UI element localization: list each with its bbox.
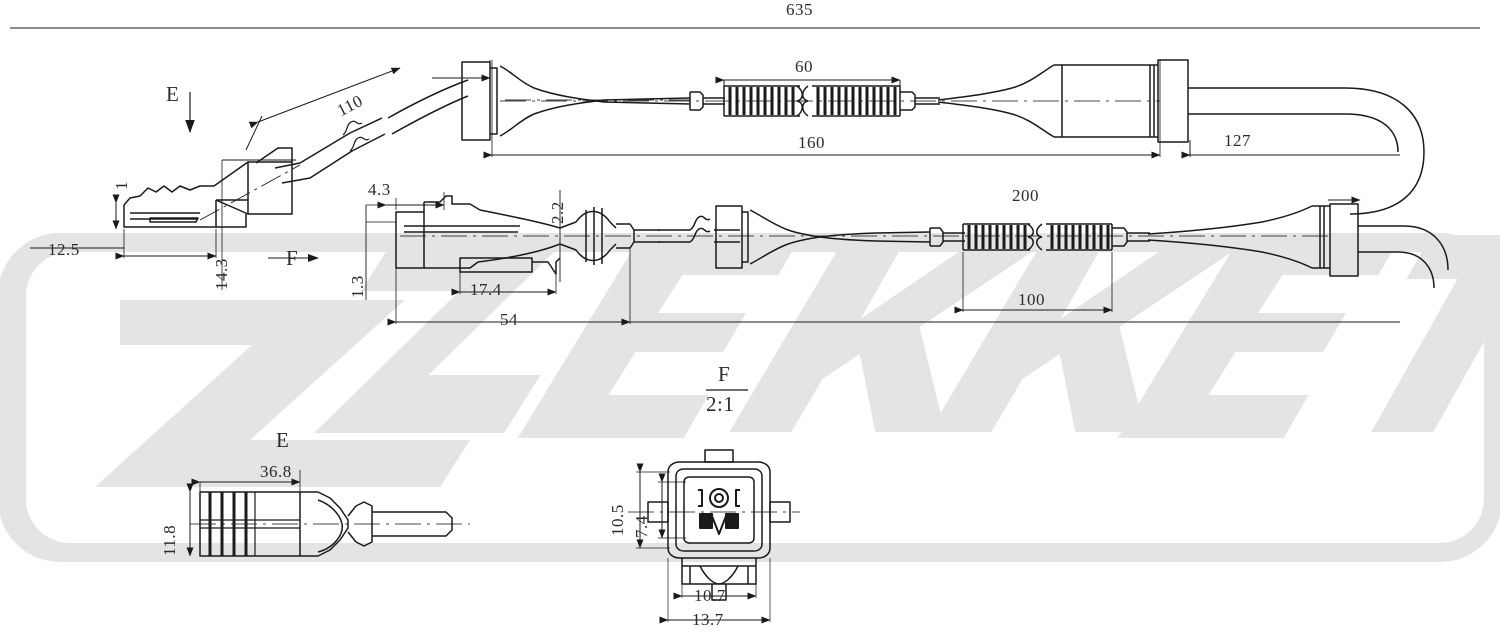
top-terminal-connector <box>123 147 301 228</box>
view-f-connector-front <box>647 449 791 601</box>
dim-housing-height: 1.3 <box>348 275 367 298</box>
dim-lines-view-f <box>636 389 771 624</box>
dim-connector-height: 14.3 <box>212 258 231 290</box>
dim-connector-outer-height: 10.5 <box>608 504 627 536</box>
dim-connector-outer-width: 13.7 <box>692 610 724 629</box>
dim-corrugation-2-inner: 100 <box>1018 290 1045 309</box>
dim-connector-inner-width: 10.7 <box>694 586 726 605</box>
dim-lines-bottom <box>365 190 1400 326</box>
dim-blade-thickness: 1 <box>112 181 131 190</box>
dim-tail-length: 127 <box>1224 131 1251 150</box>
dim-seal-height: 2.2 <box>548 201 567 224</box>
bottom-tail-cable <box>1358 225 1449 289</box>
top-strain-relief-boot-2 <box>937 64 1063 138</box>
dim-corrugation-1-inner: 60 <box>795 57 813 76</box>
bottom-tube-break-symbol <box>1036 223 1043 251</box>
bottom-bellows-seal <box>559 207 660 265</box>
dim-lines-top-connector <box>30 159 319 290</box>
bottom-corrugated-tube-right <box>1046 223 1113 251</box>
dim-corrugation-2-outer: 200 <box>1012 186 1039 205</box>
dim-connector-inner-height: 7.4 <box>632 515 651 538</box>
view-e-title: E <box>276 428 290 452</box>
view-f-scale-denominator: 2:1 <box>706 392 735 416</box>
dim-lines-view-e <box>186 470 301 557</box>
bottom-cable-section-1 <box>658 215 740 243</box>
dim-terminal-width: 11.8 <box>160 524 179 556</box>
view-f-arrow-label: F <box>286 246 299 270</box>
dim-corrugation-1-outer: 160 <box>798 133 825 152</box>
dim-blade-offset: 12.5 <box>48 240 80 259</box>
dim-overall-length: 635 <box>786 0 813 19</box>
dim-clip-length: 17.4 <box>470 280 502 299</box>
view-e-terminal <box>199 491 453 557</box>
view-f-scale-numerator: F <box>718 362 731 386</box>
top-first-flange <box>461 61 498 141</box>
dim-lines-top <box>10 27 1480 159</box>
dim-body-length: 54 <box>500 310 518 329</box>
view-e-arrow-label: E <box>166 82 180 106</box>
dim-latch-width: 4.3 <box>368 180 391 199</box>
bottom-end-flange <box>1320 203 1359 277</box>
top-tail-cable <box>1188 87 1425 215</box>
bottom-first-flange <box>715 205 749 269</box>
bottom-strain-relief-boot-1 <box>749 209 965 265</box>
dim-terminal-length: 36.8 <box>260 462 292 481</box>
top-tube-break-symbol <box>802 85 809 117</box>
top-lead-cable <box>274 79 469 184</box>
bottom-corrugated-tube-left <box>962 223 1034 251</box>
bottom-strain-relief-boot-2 <box>1147 205 1321 269</box>
bottom-sensor-housing <box>395 195 561 275</box>
bottom-sleeve <box>1112 227 1150 247</box>
